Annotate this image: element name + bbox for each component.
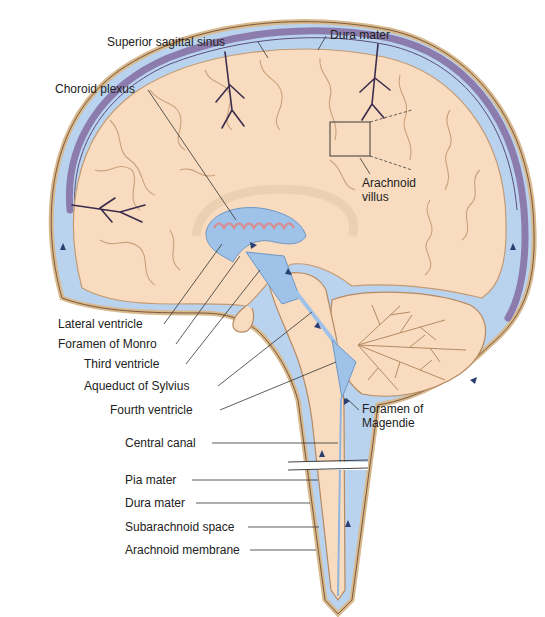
- part-label: Superior sagittal sinus: [107, 35, 225, 49]
- part-label: Dura mater: [330, 28, 390, 42]
- part-label: Foramen of Monro: [58, 337, 157, 351]
- part-label: Choroid plexus: [55, 82, 135, 96]
- dura-outline: [51, 22, 534, 614]
- part-label: Fourth ventricle: [110, 403, 193, 417]
- cerebrum: [74, 49, 507, 306]
- subarachnoid-fill: [51, 22, 534, 614]
- part-label: Dura mater: [125, 496, 185, 510]
- aqueduct: [296, 292, 336, 344]
- part-label: Foramen of Magendie: [362, 402, 442, 430]
- cord-break-lines: [288, 460, 368, 470]
- part-label: Arachnoid villus: [362, 176, 424, 204]
- part-label: Subarachnoid space: [125, 520, 234, 534]
- part-label: Central canal: [125, 436, 196, 450]
- brainstem-cord: [268, 273, 345, 600]
- dura-edge: [51, 22, 534, 614]
- gyri: [95, 58, 480, 285]
- part-label: Pia mater: [125, 473, 176, 487]
- cerebellum: [331, 292, 486, 396]
- choroid-plexus: [214, 224, 294, 229]
- fourth-ventricle: [332, 340, 356, 398]
- part-label: Third ventricle: [84, 357, 159, 371]
- part-label: Aqueduct of Sylvius: [84, 379, 189, 393]
- villus-callout-box: [330, 122, 370, 156]
- part-label: Lateral ventricle: [58, 317, 143, 331]
- part-label: Arachnoid membrane: [125, 543, 240, 557]
- leader-lines: [148, 36, 370, 550]
- flow-arrows: [60, 242, 516, 527]
- central-canal: [338, 398, 341, 596]
- arbor-vitae: [358, 305, 466, 390]
- pituitary: [233, 306, 254, 332]
- villus-callout-dash: [370, 110, 412, 170]
